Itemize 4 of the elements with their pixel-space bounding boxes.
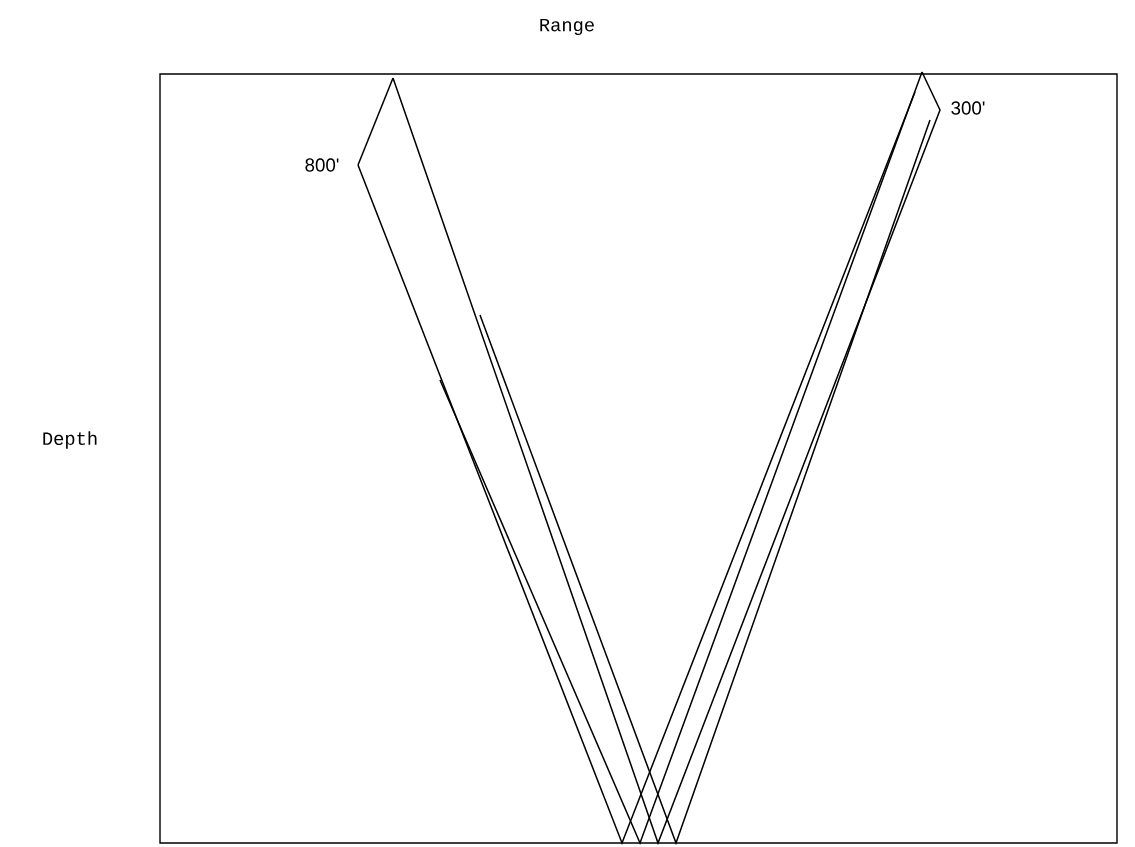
axis-label: 800' bbox=[305, 158, 339, 172]
axis-label: 300' bbox=[951, 101, 985, 115]
axis-label: Range bbox=[540, 18, 594, 36]
axis-label: Depth bbox=[43, 431, 97, 449]
